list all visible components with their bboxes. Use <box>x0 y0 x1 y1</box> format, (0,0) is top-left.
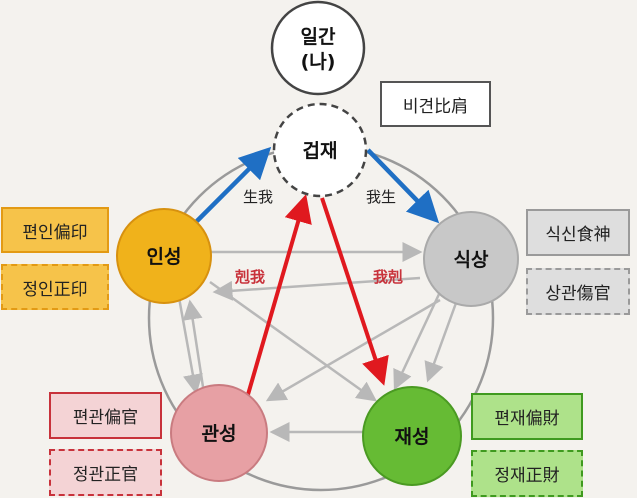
box-pyeonjae: 편재偏財 <box>471 393 583 440</box>
gray-arrows <box>176 242 462 442</box>
red-arrow-gwanseong-geopjae <box>245 194 312 399</box>
blue-arrow-geopjae-siksang <box>366 148 440 224</box>
node-ilgan <box>270 0 366 96</box>
box-bigyeon: 비견比肩 <box>380 81 491 127</box>
label-a-geuk: 我剋 <box>373 268 403 286</box>
node-ilgan-label-1: 일간 <box>301 26 336 48</box>
box-jeongin: 정인正印 <box>1 264 109 310</box>
arrow-siksang-jaeseong-2 <box>424 291 462 383</box>
box-pyeongwan: 편관偏官 <box>49 392 162 439</box>
label-saeng-a: 生我 <box>243 188 273 206</box>
node-inseong-label: 인성 <box>147 246 182 268</box>
node-geopjae <box>272 102 368 198</box>
node-siksang-label: 식상 <box>454 249 489 271</box>
node-inseong <box>116 208 212 304</box>
arrow-siksang-jaeseong <box>393 291 442 391</box>
label-geuk-a: 剋我 <box>234 268 265 286</box>
node-jaeseong-label: 재성 <box>395 426 430 448</box>
blue-arrow-inseong-geopjae <box>194 146 272 224</box>
box-pyeonin: 편인偏印 <box>1 207 109 253</box>
box-sanggwan: 상관傷官 <box>526 268 630 315</box>
arrow-gwanseong-inseong <box>182 299 207 401</box>
node-geopjae-label: 겁재 <box>303 140 338 162</box>
box-jeongjae: 정재正財 <box>471 450 583 497</box>
red-arrow-geopjae-jaeseong <box>320 197 389 386</box>
arrow-inseong-jaeseong <box>209 280 378 402</box>
arrow-siksang-gwanseong <box>265 298 441 402</box>
node-jaeseong <box>362 386 462 486</box>
node-gwanseong-label: 관성 <box>202 423 237 445</box>
arrow-inseong-gwanseong <box>176 291 203 395</box>
box-jeonggwan: 정관正官 <box>49 449 162 496</box>
box-siksin: 식신食神 <box>526 209 630 256</box>
node-gwanseong <box>170 384 268 482</box>
node-siksang <box>423 211 519 307</box>
arrow-siksang-inseong <box>212 276 421 301</box>
node-ilgan-label-2: (나) <box>301 51 336 73</box>
label-a-saeng: 我生 <box>366 188 396 206</box>
